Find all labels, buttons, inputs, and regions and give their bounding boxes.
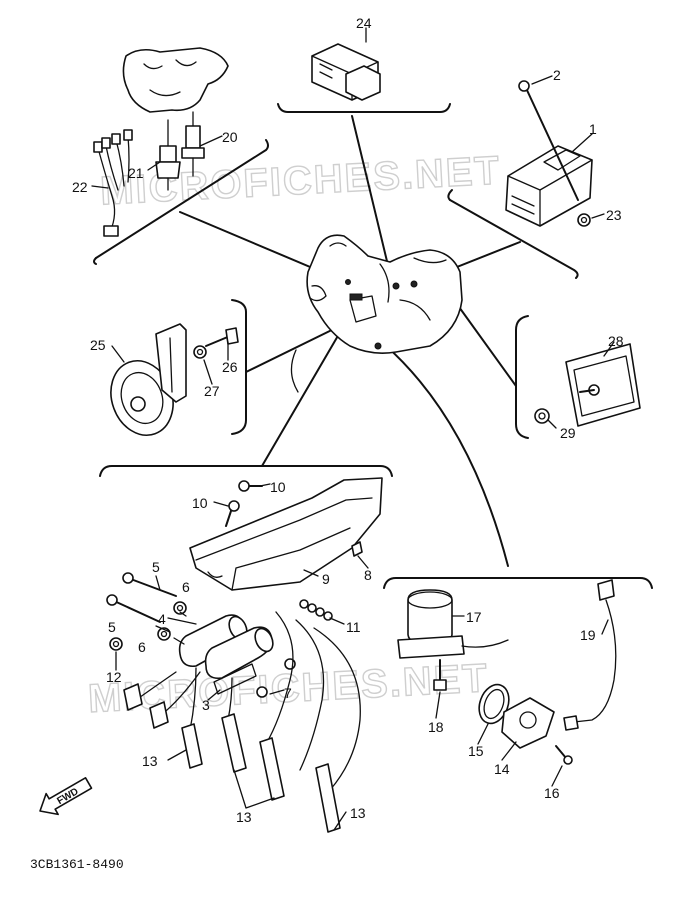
frame-sketch (290, 234, 463, 393)
callout-10-lower: 10 (192, 495, 208, 511)
ignition-coil-part-3 (204, 626, 274, 695)
reflector-part-28 (565, 343, 641, 427)
bracket-right (515, 315, 529, 439)
screw-part-2 (518, 80, 579, 201)
callout-13-left: 13 (142, 753, 158, 769)
harness-part-22 (93, 129, 133, 237)
oring-part-15 (478, 683, 510, 725)
plug-caps-part-13 (123, 611, 361, 833)
bolt-part-18 (433, 659, 447, 691)
bracket-top-right-upper (447, 189, 453, 201)
callout-27: 27 (204, 383, 220, 399)
callout-7: 7 (284, 685, 292, 701)
horn-part-25 (110, 323, 187, 436)
callout-numbers: 1 2 3 4 5 5 6 6 7 8 9 10 10 11 12 13 13 … (72, 15, 624, 825)
forward-arrow: FWD (39, 777, 93, 816)
callout-14: 14 (494, 761, 510, 777)
sensor-part-20 (181, 111, 205, 177)
callout-28: 28 (608, 333, 624, 349)
callout-22: 22 (72, 179, 88, 195)
clip-part-8 (351, 541, 363, 557)
callout-24: 24 (356, 15, 372, 31)
bracket-top-left-lower (93, 257, 97, 265)
switch-part-14 (501, 697, 555, 749)
callout-20: 20 (222, 129, 238, 145)
switch-part-17 (397, 589, 509, 659)
cover-part-9 (189, 477, 383, 591)
callout-11: 11 (346, 619, 361, 635)
screw-part-10-lower (225, 500, 240, 527)
callout-12: 12 (106, 669, 122, 685)
callout-3: 3 (202, 697, 210, 713)
callout-leaders (91, 27, 615, 831)
callout-19: 19 (580, 627, 596, 643)
engine-case-sketch (122, 47, 229, 113)
callout-17: 17 (466, 609, 482, 625)
link-reflector (453, 299, 517, 387)
link-switches (383, 343, 509, 567)
bolt-part-5-lower (106, 594, 161, 623)
bracket-left (231, 299, 247, 435)
callout-6-lower: 6 (138, 639, 146, 655)
callout-25: 25 (90, 337, 106, 353)
callout-10-upper: 10 (270, 479, 286, 495)
screw-part-10-upper (238, 480, 263, 492)
callout-23: 23 (606, 207, 622, 223)
relay-part-24 (311, 43, 381, 101)
callout-5-lower: 5 (108, 619, 116, 635)
bracket-bottom-right (383, 577, 653, 589)
washer-part-6-upper (173, 601, 187, 615)
bracket-top-left (95, 139, 269, 259)
bracket-bottom-left (99, 465, 393, 477)
callout-6-upper: 6 (182, 579, 190, 595)
bracket-top-right (449, 199, 579, 279)
callout-2: 2 (553, 67, 561, 83)
link-relay (351, 115, 393, 283)
callout-13-center: 13 (236, 809, 252, 825)
callout-18: 18 (428, 719, 444, 735)
callout-9: 9 (322, 571, 330, 587)
callout-26: 26 (222, 359, 238, 375)
callout-29: 29 (560, 425, 576, 441)
callout-1: 1 (589, 121, 597, 137)
nut-part-29 (534, 408, 550, 424)
diagram-code: 3CB1361-8490 (30, 857, 124, 872)
switch-part-19 (563, 579, 617, 731)
screw-part-16 (555, 745, 573, 765)
nut-part-23 (577, 213, 591, 227)
washer-part-27 (193, 345, 207, 359)
callout-15: 15 (468, 743, 484, 759)
forward-arrow-label: FWD (55, 786, 80, 807)
callout-16: 16 (544, 785, 560, 801)
ecu-part-1 (505, 145, 593, 227)
bolt-part-26 (205, 327, 239, 347)
callout-13-right: 13 (350, 805, 366, 821)
callout-4: 4 (158, 611, 166, 627)
connector-part-11 (299, 599, 333, 621)
bracket-top-center (277, 103, 451, 113)
sensor-part-21 (155, 119, 181, 191)
callout-5-upper: 5 (152, 559, 160, 575)
link-horn (245, 323, 345, 373)
callout-8: 8 (364, 567, 372, 583)
nut-part-12 (109, 637, 123, 651)
link-ignition (261, 321, 347, 467)
callout-21: 21 (128, 165, 144, 181)
bolt-part-5-upper (122, 572, 177, 597)
